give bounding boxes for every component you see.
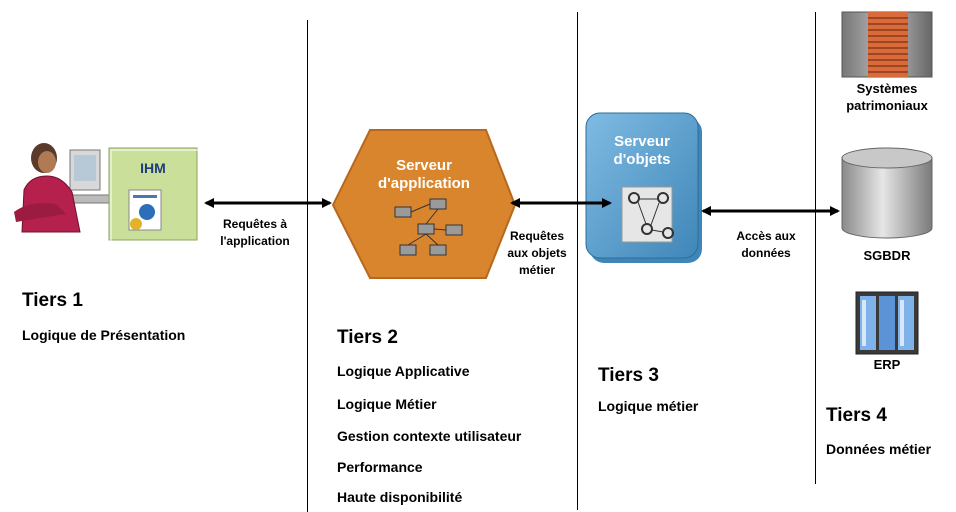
arrow-label-request-objects-line3: métier: [518, 263, 556, 277]
sgbdr-label: SGBDR: [863, 248, 911, 263]
legacy-systems-label: Systèmes patrimoniaux: [827, 80, 947, 114]
legacy-systems-icon: [841, 11, 933, 78]
arrow-label-request-objects-line2: aux objets: [507, 246, 567, 260]
object-server-label-line1: Serveur: [614, 133, 670, 150]
tier-2-item: Logique Applicative: [337, 363, 470, 379]
user-icon: [14, 143, 111, 233]
app-server-label-line2: d'application: [378, 175, 470, 192]
tier-1-item: Logique de Présentation: [22, 327, 186, 343]
tier-2-item: Haute disponibilité: [337, 489, 463, 505]
ihm-label: IHM: [140, 160, 166, 176]
tier-4-item: Données métier: [826, 441, 932, 457]
tier-3-item: Logique métier: [598, 398, 699, 414]
object-server-box: [585, 112, 702, 263]
arrow-label-request-app-line1: Requêtes à: [222, 217, 288, 231]
ihm-panel: [108, 147, 200, 243]
tier-2-item: Logique Métier: [337, 396, 437, 412]
app-server-label: Serveur d'application: [333, 157, 515, 193]
tier-2-item: Gestion contexte utilisateur: [337, 428, 522, 444]
app-server-hexagon: [331, 129, 517, 279]
tier-separator-3: [815, 12, 816, 484]
database-cylinder-icon: [841, 147, 933, 239]
tier-separator-1: [307, 20, 308, 512]
tier-4-title: Tiers 4: [826, 405, 887, 426]
object-server-label: Serveur d'objets: [586, 133, 698, 169]
legacy-systems-label-line2: patrimoniaux: [846, 98, 928, 113]
arrow-label-data-access: Accès aux données: [716, 228, 816, 262]
tier-2-item: Performance: [337, 459, 423, 475]
legacy-systems-label-line1: Systèmes: [856, 81, 918, 96]
arrow-label-data-access-line2: données: [741, 246, 791, 260]
erp-label: ERP: [873, 357, 901, 372]
arrow-label-request-objects-line1: Requêtes: [509, 229, 565, 243]
arrow-label-request-app-line2: l'application: [220, 234, 290, 248]
app-server-label-line1: Serveur: [396, 157, 452, 174]
erp-rack-icon: [855, 291, 919, 355]
tier-3-title: Tiers 3: [598, 365, 659, 386]
tier-2-title: Tiers 2: [337, 327, 398, 348]
tier-1-title: Tiers 1: [22, 290, 83, 311]
arrow-label-data-access-line1: Accès aux: [736, 229, 796, 243]
arrow-label-request-objects: Requêtes aux objets métier: [487, 228, 587, 279]
tier-separator-2: [577, 12, 578, 510]
object-server-label-line2: d'objets: [613, 151, 671, 168]
arrow-label-request-app: Requêtes à l'application: [200, 216, 310, 250]
